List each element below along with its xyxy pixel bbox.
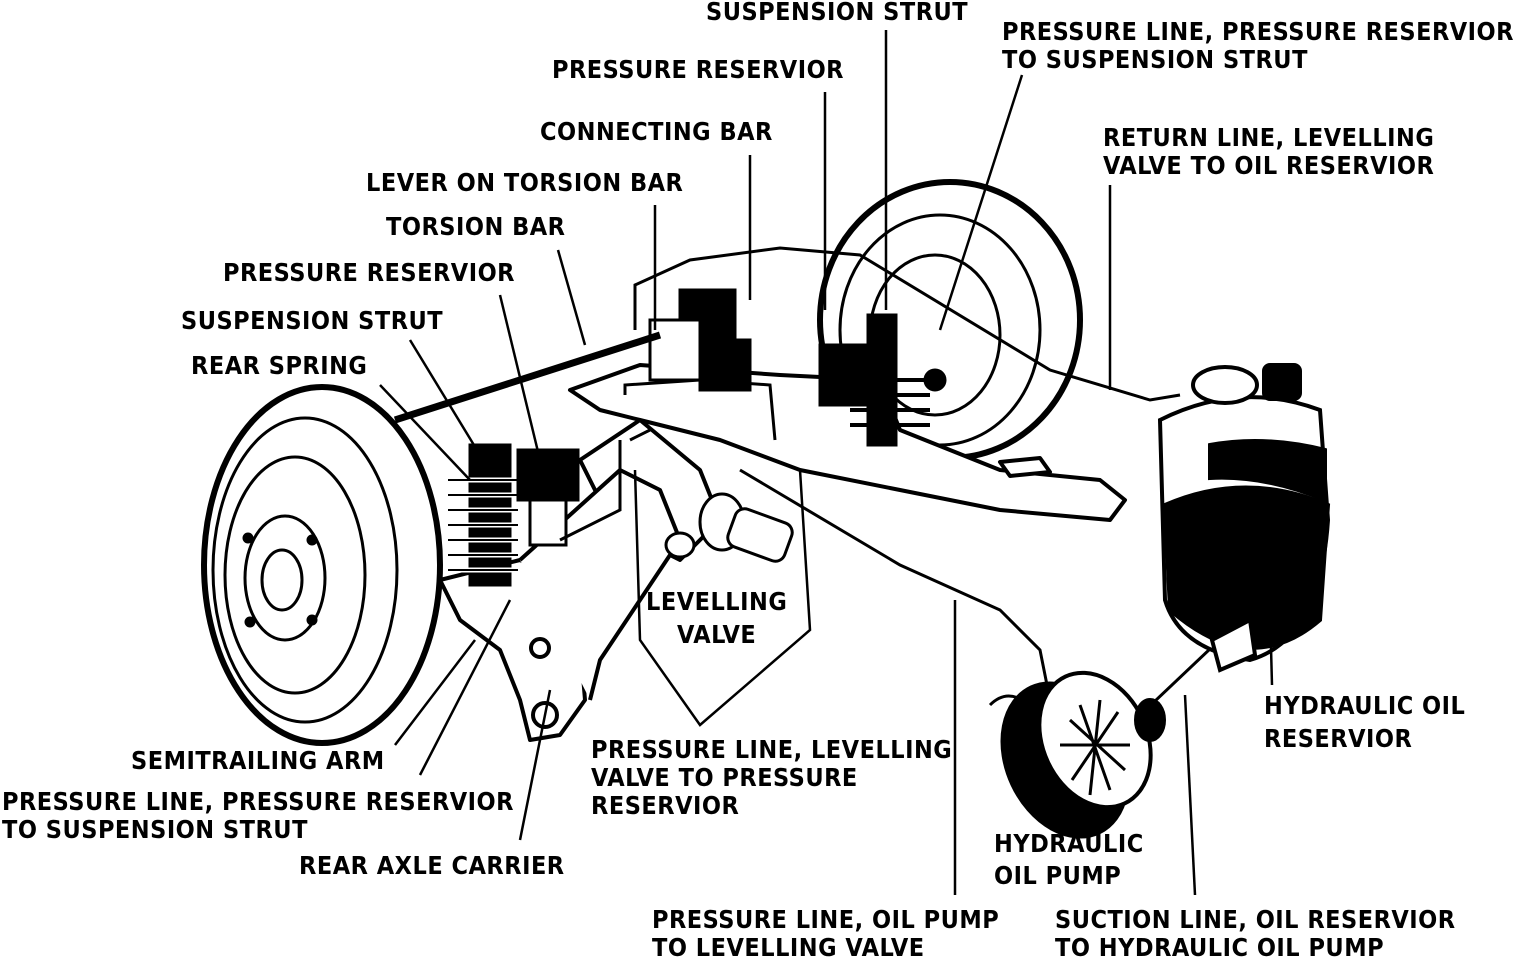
label-line: TO HYDRAULIC OIL PUMP bbox=[1055, 933, 1385, 962]
label-line: RESERVIOR bbox=[591, 791, 740, 820]
label-hydraulic-oil-pump: HYDRAULIC OIL PUMP bbox=[994, 830, 1144, 890]
label-line: RETURN LINE, LEVELLING bbox=[1103, 123, 1435, 152]
label-line: TO SUSPENSION STRUT bbox=[1002, 45, 1308, 74]
label-line: HYDRAULIC OIL bbox=[1264, 691, 1466, 720]
label-pressure-line-reservoir-strut-bottom: PRESSURE LINE, PRESSURE RESERVIOR TO SUS… bbox=[2, 788, 514, 844]
label-levelling-valve: LEVELLING VALVE bbox=[646, 588, 787, 649]
label-line: VALVE TO PRESSURE bbox=[591, 763, 858, 792]
label-line: PRESSURE LINE, LEVELLING bbox=[591, 735, 953, 764]
label-pressure-line-reservoir-strut-top: PRESSURE LINE, PRESSURE RESERVIOR TO SUS… bbox=[1002, 18, 1514, 74]
label-line: VALVE TO OIL RESERVIOR bbox=[1103, 151, 1435, 180]
label-suction-line: SUCTION LINE, OIL RESERVIOR TO HYDRAULIC… bbox=[1055, 906, 1456, 962]
torsion-bar bbox=[393, 331, 662, 424]
label-semitrailing-arm: SEMITRAILING ARM bbox=[131, 746, 385, 775]
label-line: RESERVIOR bbox=[1264, 724, 1413, 753]
differential bbox=[664, 492, 794, 563]
label-pressure-reservoir-top: PRESSURE RESERVIOR bbox=[552, 55, 845, 84]
label-pressure-reservoir-left: PRESSURE RESERVIOR bbox=[223, 258, 516, 287]
label-line: SUCTION LINE, OIL RESERVIOR bbox=[1055, 905, 1456, 934]
left-suspension-strut bbox=[448, 443, 580, 587]
right-suspension-strut bbox=[818, 313, 947, 447]
label-line: OIL PUMP bbox=[994, 861, 1122, 890]
label-connecting-bar: CONNECTING BAR bbox=[540, 117, 773, 146]
label-line: HYDRAULIC bbox=[994, 829, 1144, 858]
label-torsion-bar: TORSION BAR bbox=[386, 212, 566, 241]
label-pressure-line-levelling-valve: PRESSURE LINE, LEVELLING VALVE TO PRESSU… bbox=[591, 736, 952, 820]
left-wheel bbox=[201, 384, 443, 746]
levelling-valve-block bbox=[648, 288, 752, 392]
hydraulic-oil-reservoir bbox=[1157, 363, 1331, 673]
label-hydraulic-oil-reservoir: HYDRAULIC OIL RESERVIOR bbox=[1264, 692, 1465, 753]
label-line: TO SUSPENSION STRUT bbox=[2, 815, 308, 844]
label-suspension-strut-top: SUSPENSION STRUT bbox=[706, 0, 969, 26]
label-pressure-line-oil-pump: PRESSURE LINE, OIL PUMP TO LEVELLING VAL… bbox=[652, 906, 999, 962]
label-suspension-strut-left: SUSPENSION STRUT bbox=[181, 306, 444, 335]
label-line: VALVE bbox=[676, 620, 757, 649]
label-return-line: RETURN LINE, LEVELLING VALVE TO OIL RESE… bbox=[1103, 124, 1434, 180]
label-line: PRESSURE LINE, PRESSURE RESERVIOR bbox=[2, 787, 514, 816]
leader-lines bbox=[379, 30, 1274, 896]
label-rear-axle-carrier: REAR AXLE CARRIER bbox=[299, 851, 565, 880]
label-rear-spring: REAR SPRING bbox=[191, 351, 368, 380]
hydraulic-oil-pump bbox=[988, 670, 1166, 839]
label-line: PRESSURE LINE, PRESSURE RESERVIOR bbox=[1002, 17, 1514, 46]
label-line: PRESSURE LINE, OIL PUMP bbox=[652, 905, 1000, 934]
label-line: TO LEVELLING VALVE bbox=[652, 933, 925, 962]
label-line: LEVELLING bbox=[646, 587, 788, 616]
label-lever-on-torsion-bar: LEVER ON TORSION BAR bbox=[366, 168, 684, 197]
